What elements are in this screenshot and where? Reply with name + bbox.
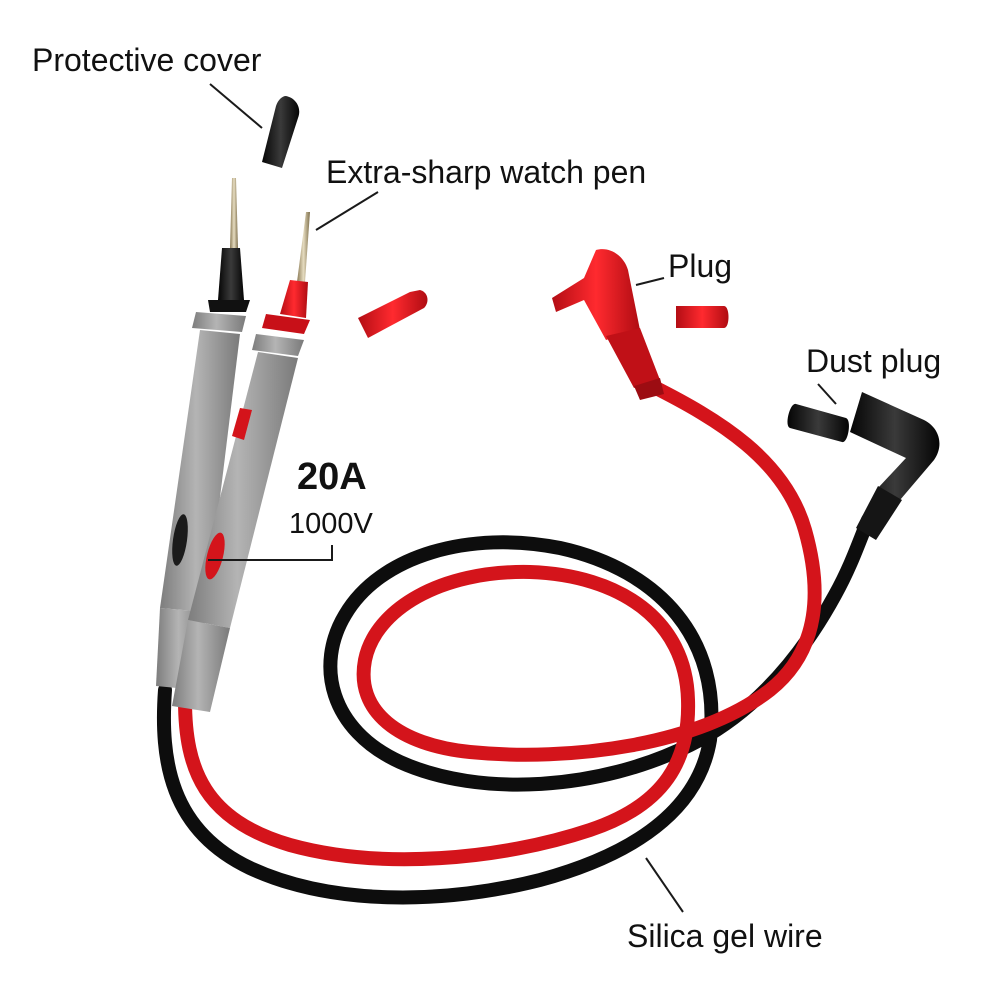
leader-lines [208,83,837,913]
protective-cover-label: Protective cover [32,42,262,78]
leader-extra-sharp [315,191,379,231]
leader-plug [635,277,665,286]
extra-sharp-pen-label: Extra-sharp watch pen [326,154,647,190]
red-banana-plug [552,249,664,400]
leader-rating [208,545,333,561]
red-protective-cover [358,290,428,338]
silica-gel-wire-label: Silica gel wire [627,918,823,954]
black-protective-cover [262,96,300,168]
red-dust-plug [676,306,729,328]
plug-label: Plug [668,248,733,284]
current-rating-label: 20A [297,456,367,498]
black-wire [156,513,875,905]
black-banana-plug [850,392,940,540]
leader-protective-cover [209,83,263,129]
leader-silica [645,857,684,913]
voltage-rating-label: 1000V [289,508,373,540]
leader-dust-plug [817,383,837,405]
black-dust-plug [787,403,849,443]
dust-plug-label: Dust plug [806,343,942,379]
red-wire [178,378,822,867]
